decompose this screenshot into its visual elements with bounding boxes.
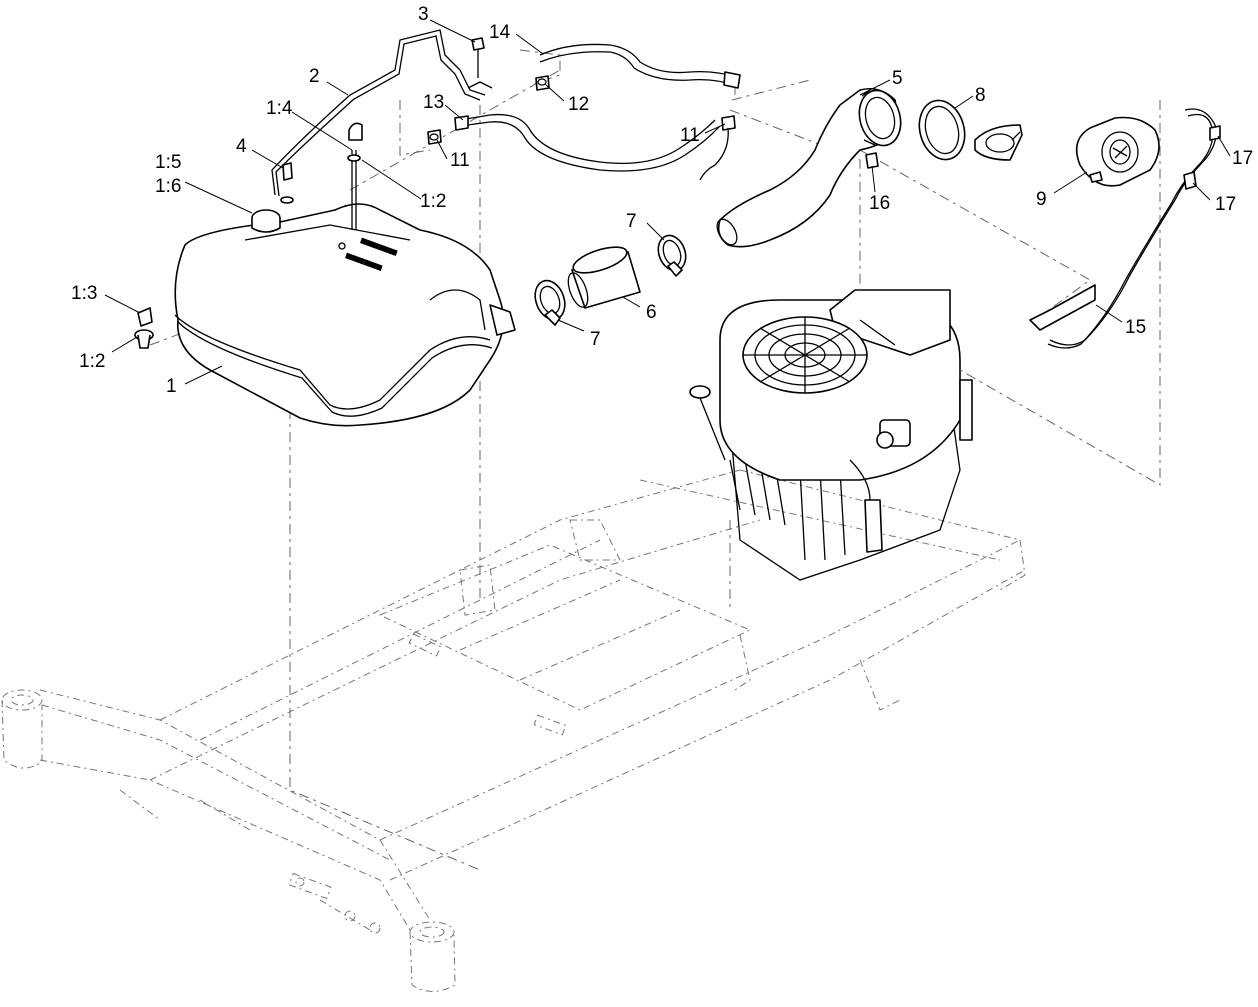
callout-1-6: 1:6 (155, 176, 181, 197)
callout-1-2-upper: 1:2 (420, 191, 446, 212)
hose-13 (454, 113, 721, 172)
callout-8: 8 (975, 85, 986, 106)
tether-15 (1029, 108, 1221, 349)
callout-1: 1 (166, 376, 177, 397)
leader-lines (104, 19, 1231, 385)
callout-6: 6 (646, 302, 657, 323)
filler-hose-6 (567, 246, 641, 309)
callout-11-left: 11 (450, 150, 470, 171)
clip-11-right (699, 115, 736, 181)
callout-7-upper: 7 (626, 211, 637, 232)
callout-17-lower: 17 (1215, 194, 1236, 215)
callout-11-right: 11 (680, 125, 700, 146)
engine (689, 289, 973, 581)
clip-11-left (427, 129, 442, 145)
retaining-ring-8 (918, 99, 966, 161)
vent-line (271, 29, 493, 204)
callout-13: 13 (423, 92, 444, 113)
callout-2: 2 (309, 66, 320, 87)
callout-1-5: 1:5 (155, 152, 181, 173)
callout-4: 4 (236, 136, 247, 157)
callout-labels: 3 14 2 1:4 13 4 1:5 1:6 1:2 1:3 1:2 1 12… (71, 4, 1253, 397)
callout-5: 5 (892, 68, 903, 89)
callout-12: 12 (568, 94, 589, 115)
vent-fitting-16 (865, 152, 879, 169)
fuel-tank: ▬▬ ▬▬ (174, 122, 516, 427)
clamp-7-upper (657, 234, 687, 277)
callout-1-2-lower: 1:2 (79, 351, 105, 372)
callout-1-3: 1:3 (71, 283, 97, 304)
fuel-cap-9 (1075, 116, 1160, 187)
callout-15: 15 (1125, 317, 1146, 338)
callout-9: 9 (1036, 189, 1047, 210)
clamp-7-lower (534, 279, 566, 326)
callout-14: 14 (489, 22, 511, 43)
assembly-center-lines (149, 49, 1161, 871)
chassis-frame (1, 469, 1026, 992)
callout-1-4: 1:4 (266, 98, 293, 119)
tank-fitting-left (134, 307, 154, 349)
hose-14 (539, 43, 741, 89)
callout-17-upper: 17 (1232, 148, 1253, 169)
callout-7-lower: 7 (590, 329, 601, 350)
cap-gasket (974, 124, 1023, 161)
clip-12 (535, 75, 550, 91)
filler-neck (716, 87, 902, 248)
callout-3: 3 (418, 4, 429, 25)
callout-16: 16 (869, 193, 890, 214)
